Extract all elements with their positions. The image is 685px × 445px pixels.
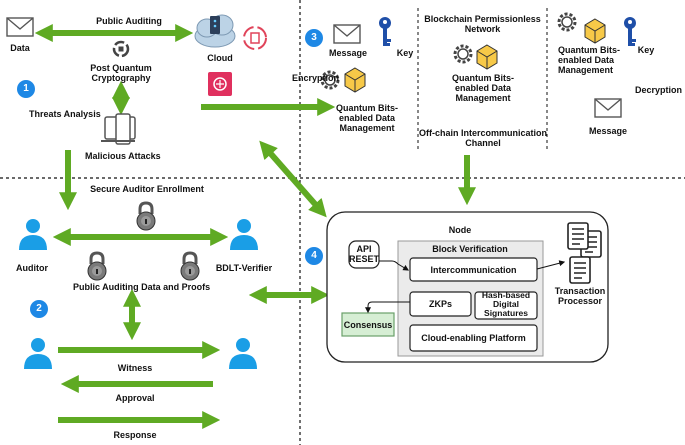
auditing-data-label: Public Auditing Data and Proofs [73,282,211,292]
block-verification-label: Block Verification [432,244,508,254]
pqc-label: Post Quantum Cryptography [90,63,152,83]
decryption-label: Decryption [635,85,683,95]
verifier-label: BDLT-Verifier [215,263,273,273]
key-label-right: Key [637,45,655,55]
cloud-service-icon [208,72,232,96]
devices-icon [101,113,136,145]
cloud-sync-icon [243,26,267,50]
api-reset-label: API RESET [349,244,380,264]
message-label-left: Message [328,48,368,58]
qbdm-label-center: Quantum Bits- enabled Data Management [452,73,514,103]
cube-icon-left [344,67,366,93]
cube-icon-center [476,44,498,70]
auditor-person-icon [19,219,47,250]
api-reset-box [348,240,380,269]
witness-label: Witness [117,363,153,373]
step-badge-1: 1 [17,80,35,98]
auditor-label: Auditor [16,263,48,273]
message-envelope-icon-left [333,24,361,44]
secure-enrollment-label: Secure Auditor Enrollment [90,184,204,194]
response-label: Response [113,430,157,440]
offchain-channel-label: Off-chain Intercommunication Channel [418,128,547,148]
intercommunication-box [409,257,538,282]
hash-box [474,291,538,320]
intercom-to-processor-connector [536,260,566,270]
key-icon-left [379,17,391,46]
zkps-to-consensus-connector [365,301,410,314]
doc-icon-lower [569,256,591,284]
witness-person-left-icon [24,338,52,369]
malicious-attacks-label: Malicious Attacks [85,151,161,161]
lock-icon-left [86,251,108,282]
approval-label: Approval [115,393,155,403]
encryption-label: Encryption [292,73,340,83]
consensus-label: Consensus [343,320,393,330]
lock-icon-right [179,251,201,282]
diagonal-arrow [259,140,327,218]
gear-icon-center [453,44,473,64]
cube-icon-right [584,18,606,44]
data-label: Data [10,43,30,53]
qbdm-label-right: Quantum Bits- enabled Data Management [558,45,620,75]
cloud-label: Cloud [207,53,233,63]
data-envelope-icon [6,17,34,37]
cloud-platform-label: Cloud-enabling Platform [421,333,526,343]
threats-analysis-label: Threats Analysis [29,109,101,119]
zkps-box [409,291,472,317]
message-envelope-icon-right [594,98,622,118]
qbdm-label-left: Quantum Bits- enabled Data Management [336,103,398,133]
intercommunication-label: Intercommunication [430,265,517,275]
transaction-processor-label: Transaction Processor [554,286,606,306]
step-badge-3: 3 [305,29,323,47]
cloud-platform-box [409,324,538,352]
key-label-left: Key [396,48,414,58]
witness-person-right-icon [229,338,257,369]
message-label-right: Message [588,126,628,136]
step-badge-2: 2 [30,300,48,318]
cloud-icon [194,14,236,48]
node-label: Node [448,225,472,235]
public-auditing-label: Public Auditing [96,16,162,26]
key-icon-right [624,17,636,46]
pqc-sync-icon [112,40,130,58]
hash-signatures-label: Hash-based Digital Signatures [481,290,531,318]
verifier-person-icon [230,219,258,250]
enrollment-lock-icon [135,201,157,232]
api-to-intercom-connector [379,260,410,271]
blockchain-network-label: Blockchain Permissionless Network [424,14,541,34]
zkps-label: ZKPs [428,299,452,309]
step-badge-4: 4 [305,247,323,265]
doc-icon-front [567,222,589,250]
gear-icon-right [557,12,577,32]
